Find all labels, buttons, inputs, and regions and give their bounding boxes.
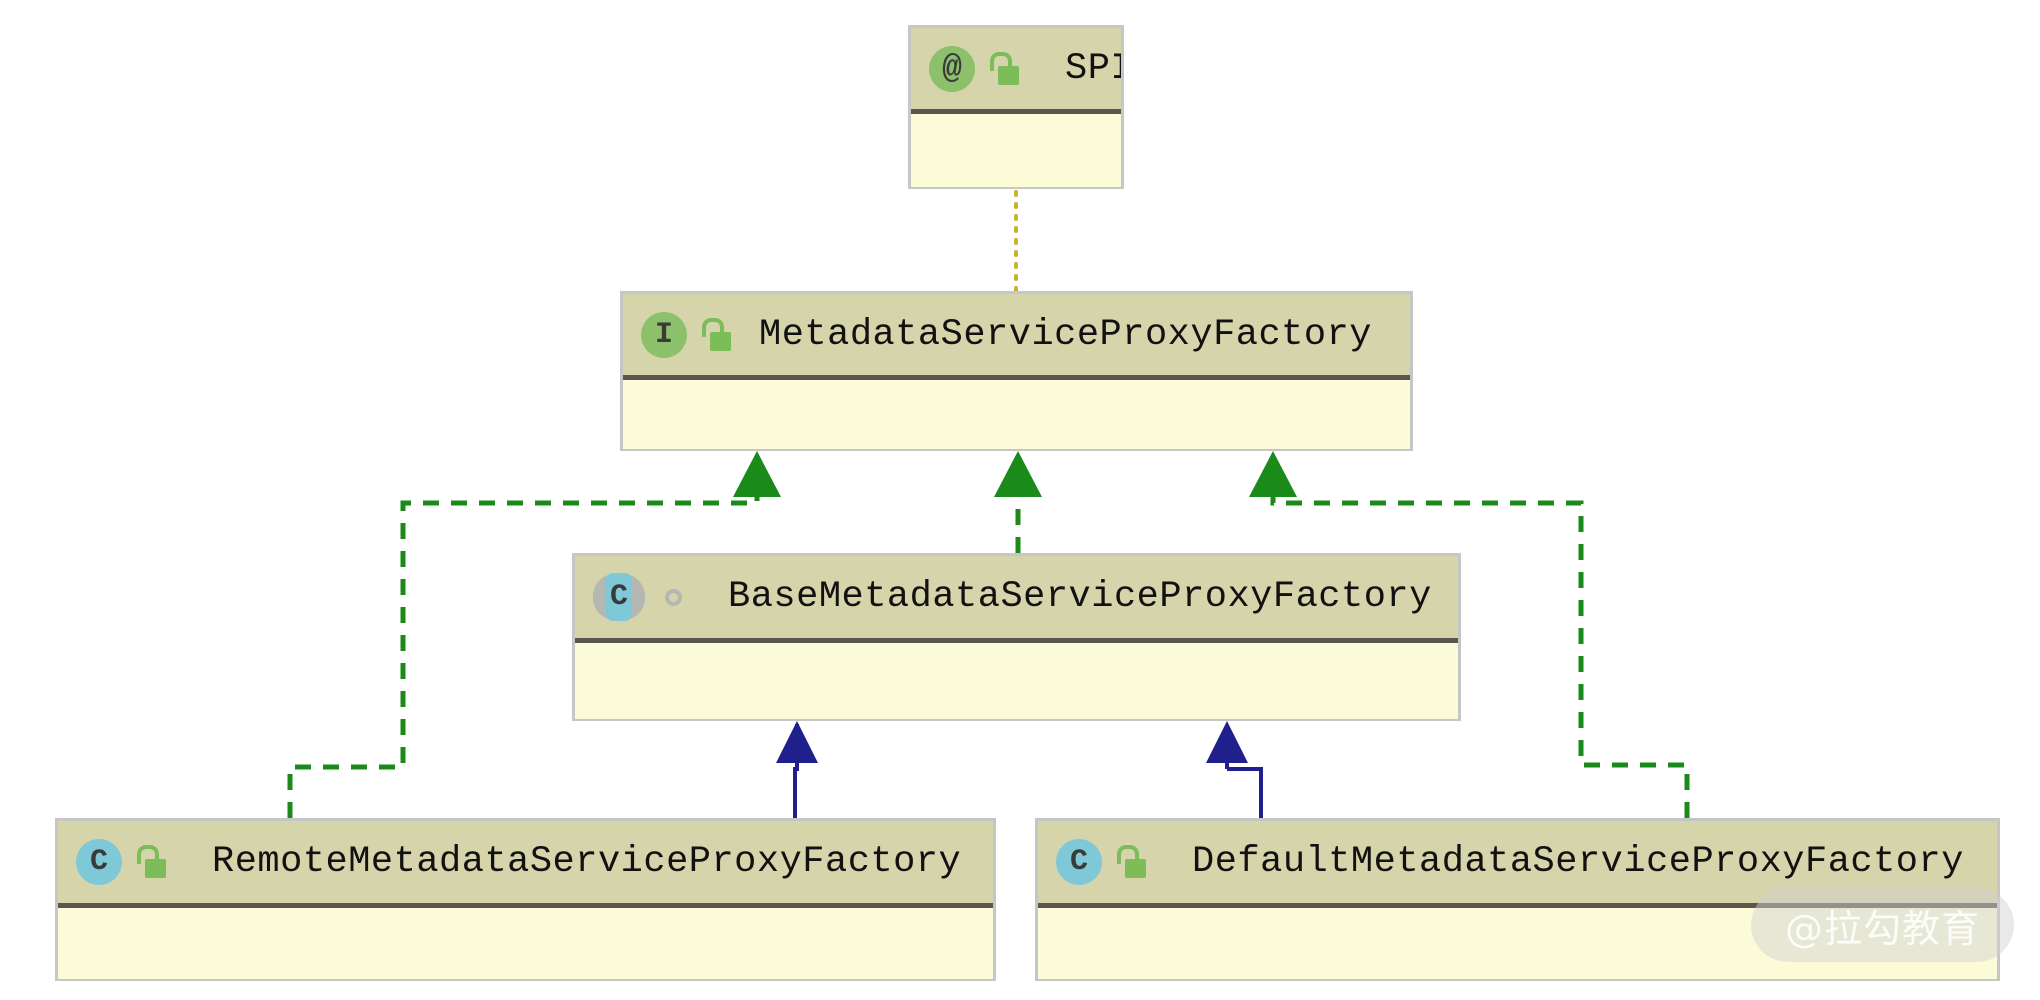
uml-class-members	[58, 908, 993, 979]
lock-open-icon	[1116, 845, 1146, 879]
class-c-icon: C	[76, 839, 122, 885]
annotation-at-icon: @	[929, 45, 975, 92]
uml-class-box-remote-metadata-service-proxy-factory[interactable]: C RemoteMetadataServiceProxyFactory	[55, 818, 996, 981]
uml-class-box-metadata-service-proxy-factory[interactable]: I MetadataServiceProxyFactory	[620, 291, 1413, 451]
uml-class-box-default-metadata-service-proxy-factory[interactable]: C DefaultMetadataServiceProxyFactory	[1035, 818, 2000, 981]
edge-base-implements-interface	[994, 451, 1042, 553]
lock-open-icon	[136, 845, 166, 879]
uml-class-header: @ SPI	[911, 28, 1121, 114]
abstract-class-c-icon: C	[593, 573, 645, 621]
class-c-icon: C	[1056, 839, 1102, 885]
uml-class-header: C BaseMetadataServiceProxyFactory	[575, 556, 1458, 643]
uml-class-members	[1038, 908, 1997, 979]
uml-class-name: SPI	[1065, 47, 1121, 90]
edge-default-extends-base	[1206, 721, 1263, 818]
watermark: @拉勾教育	[1750, 888, 2014, 962]
uml-class-members	[623, 380, 1410, 449]
edge-remote-extends-base	[776, 721, 818, 818]
interface-i-icon: I	[641, 311, 687, 358]
uml-class-box-base-metadata-service-proxy-factory[interactable]: C BaseMetadataServiceProxyFactory	[572, 553, 1461, 721]
uml-class-members	[575, 643, 1458, 719]
uml-class-members	[911, 114, 1121, 187]
lock-open-icon	[701, 317, 731, 352]
uml-class-name: RemoteMetadataServiceProxyFactory	[212, 841, 962, 883]
lock-open-icon	[989, 51, 1019, 86]
uml-class-name: DefaultMetadataServiceProxyFactory	[1192, 841, 1964, 883]
uml-class-header: I MetadataServiceProxyFactory	[623, 294, 1410, 380]
uml-class-header: C RemoteMetadataServiceProxyFactory	[58, 821, 993, 908]
uml-class-header: C DefaultMetadataServiceProxyFactory	[1038, 821, 1997, 908]
package-private-circle-icon	[665, 588, 682, 606]
uml-class-box-spi[interactable]: @ SPI	[908, 25, 1124, 189]
uml-class-name: BaseMetadataServiceProxyFactory	[728, 576, 1432, 618]
uml-class-name: MetadataServiceProxyFactory	[759, 313, 1372, 356]
